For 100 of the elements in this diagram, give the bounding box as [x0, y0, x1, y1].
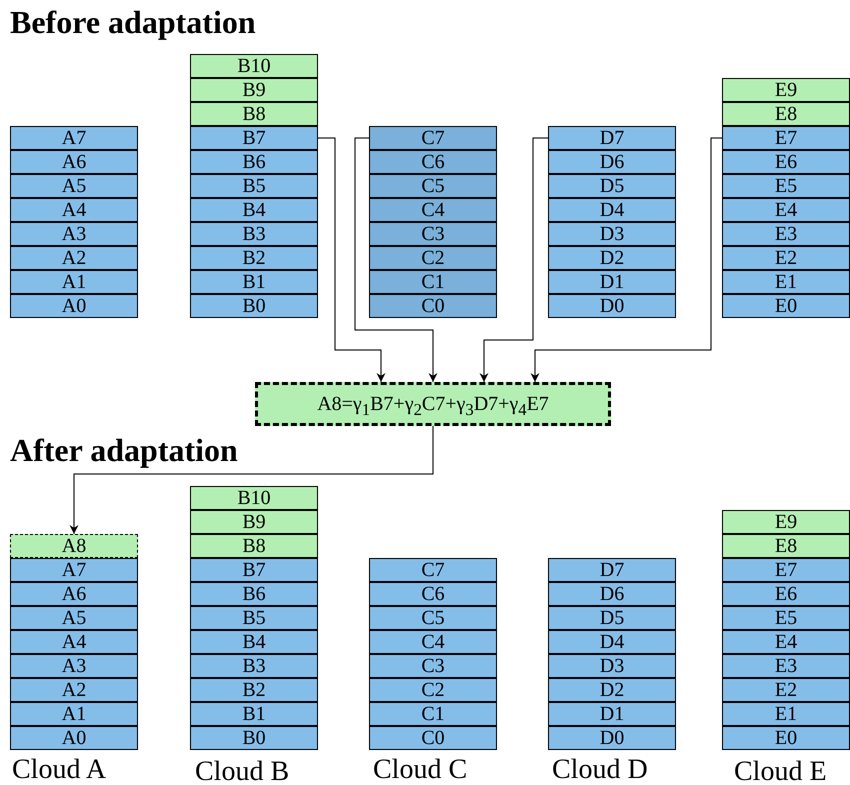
data-block: B7 — [190, 126, 318, 150]
data-block: C6 — [369, 150, 497, 174]
cloud-label: Cloud D — [552, 754, 648, 785]
data-block: E9 — [722, 78, 850, 102]
arrow — [318, 138, 386, 382]
data-block: B5 — [190, 606, 318, 630]
data-block: C0 — [369, 726, 497, 750]
data-block: A2 — [10, 678, 138, 702]
data-block: E1 — [722, 270, 850, 294]
data-block: C2 — [369, 246, 497, 270]
data-block: D0 — [548, 726, 676, 750]
data-block: D4 — [548, 630, 676, 654]
data-block: D3 — [548, 222, 676, 246]
section-heading: Before adaptation — [10, 4, 256, 41]
data-block: A8 — [10, 534, 138, 558]
data-block: C1 — [369, 702, 497, 726]
data-block: A3 — [10, 222, 138, 246]
data-block: A7 — [10, 126, 138, 150]
data-block: C5 — [369, 606, 497, 630]
data-block: E7 — [722, 126, 850, 150]
data-block: A6 — [10, 582, 138, 606]
data-block: C6 — [369, 582, 497, 606]
data-block: B1 — [190, 702, 318, 726]
cloud-label: Cloud A — [12, 754, 106, 785]
arrow — [354, 138, 438, 382]
data-block: A1 — [10, 702, 138, 726]
data-block: B7 — [190, 558, 318, 582]
data-block: E1 — [722, 702, 850, 726]
data-block: C3 — [369, 654, 497, 678]
data-block: B10 — [190, 54, 318, 78]
data-block: B1 — [190, 270, 318, 294]
formula-box: A8=γ$_{1}$B7+γ$_{2}$C7+γ$_{3}$D7+γ$_{4}$E7 — [255, 382, 611, 426]
data-block: E6 — [722, 582, 850, 606]
data-block: D2 — [548, 678, 676, 702]
data-block: D7 — [548, 126, 676, 150]
data-block: D0 — [548, 294, 676, 318]
cloud-label: Cloud B — [195, 756, 290, 785]
data-block: A4 — [10, 198, 138, 222]
data-block: E0 — [722, 726, 850, 750]
arrow — [70, 426, 434, 534]
data-block: E4 — [722, 630, 850, 654]
data-block: E5 — [722, 174, 850, 198]
data-block: E7 — [722, 558, 850, 582]
data-block: B6 — [190, 582, 318, 606]
data-block: B3 — [190, 222, 318, 246]
data-block: D6 — [548, 582, 676, 606]
data-block: D2 — [548, 246, 676, 270]
data-block: C4 — [369, 198, 497, 222]
data-block: C5 — [369, 174, 497, 198]
cloud-label: Cloud E — [734, 756, 827, 785]
data-block: A5 — [10, 606, 138, 630]
data-block: B2 — [190, 246, 318, 270]
data-block: D5 — [548, 174, 676, 198]
data-block: A2 — [10, 246, 138, 270]
data-block: A0 — [10, 294, 138, 318]
data-block: C1 — [369, 270, 497, 294]
data-block: B8 — [190, 102, 318, 126]
data-block: C7 — [369, 558, 497, 582]
data-block: D1 — [548, 702, 676, 726]
cloud-label: Cloud C — [373, 754, 468, 785]
data-block: E2 — [722, 678, 850, 702]
data-block: D5 — [548, 606, 676, 630]
data-block: E4 — [722, 198, 850, 222]
data-block: E6 — [722, 150, 850, 174]
data-block: D3 — [548, 654, 676, 678]
data-block: B2 — [190, 678, 318, 702]
data-block: B4 — [190, 630, 318, 654]
data-block: B0 — [190, 294, 318, 318]
arrow — [530, 138, 722, 382]
data-block: B10 — [190, 486, 318, 510]
data-block: A5 — [10, 174, 138, 198]
data-block: D7 — [548, 558, 676, 582]
data-block: E5 — [722, 606, 850, 630]
section-heading: After adaptation — [10, 432, 238, 469]
data-block: E0 — [722, 294, 850, 318]
data-block: B6 — [190, 150, 318, 174]
data-block: B9 — [190, 78, 318, 102]
arrow — [480, 138, 548, 382]
data-block: A4 — [10, 630, 138, 654]
data-block: B4 — [190, 198, 318, 222]
data-block: C2 — [369, 678, 497, 702]
data-block: B5 — [190, 174, 318, 198]
data-block: E8 — [722, 102, 850, 126]
data-block: A6 — [10, 150, 138, 174]
data-block: C0 — [369, 294, 497, 318]
data-block: A1 — [10, 270, 138, 294]
data-block: E3 — [722, 654, 850, 678]
data-block: C3 — [369, 222, 497, 246]
data-block: D6 — [548, 150, 676, 174]
data-block: B0 — [190, 726, 318, 750]
data-block: E2 — [722, 246, 850, 270]
data-block: D1 — [548, 270, 676, 294]
data-block: B8 — [190, 534, 318, 558]
data-block: C4 — [369, 630, 497, 654]
data-block: A3 — [10, 654, 138, 678]
data-block: C7 — [369, 126, 497, 150]
data-block: E9 — [722, 510, 850, 534]
data-block: B3 — [190, 654, 318, 678]
data-block: A0 — [10, 726, 138, 750]
data-block: A7 — [10, 558, 138, 582]
